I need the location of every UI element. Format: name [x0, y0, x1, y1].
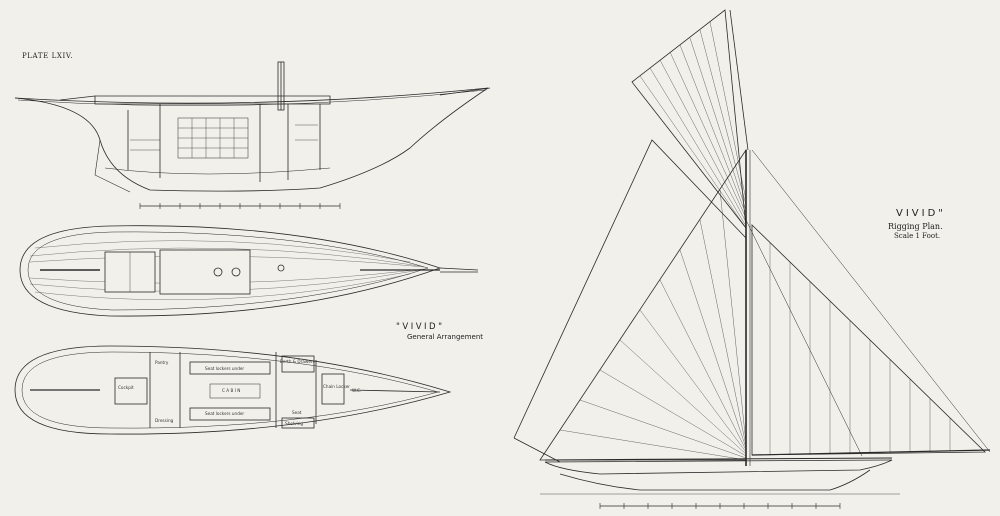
room-label-seat-lockers-upper: Seat lockers under	[205, 366, 245, 371]
room-label-drawers: Berth & Drawers	[280, 359, 315, 364]
accommodation-plan-drawing	[14, 345, 452, 435]
room-label-cockpit: Cockpit	[118, 385, 134, 390]
rigging-plan-title: VIVID"	[896, 208, 946, 219]
rigging-plan-drawing	[513, 9, 991, 509]
deck-plan-drawing	[19, 225, 479, 317]
room-label-pantry: Pantry	[155, 360, 169, 365]
room-label-cabin: C A B I N	[222, 388, 241, 393]
rigging-plan-subtitle: Rigging Plan.	[888, 222, 943, 231]
room-label-chain-locker: Chain Locker	[323, 384, 350, 389]
room-label-seat: Seat	[292, 410, 302, 415]
general-arrangement-title: "VIVID"	[396, 322, 445, 332]
rigging-plan-scale: Scale 1 Foot.	[894, 232, 941, 240]
general-arrangement-subtitle: General Arrangement	[407, 333, 484, 341]
plate-number: PLATE LXIV.	[22, 52, 74, 60]
room-label-shelving: Shelving	[285, 421, 304, 426]
sheer-profile-drawing	[14, 61, 491, 209]
room-label-dressing: Dressing	[155, 418, 174, 423]
room-label-seat-lockers-lower: Seat lockers under	[205, 411, 245, 416]
room-label-wc: W.C.	[352, 388, 362, 393]
